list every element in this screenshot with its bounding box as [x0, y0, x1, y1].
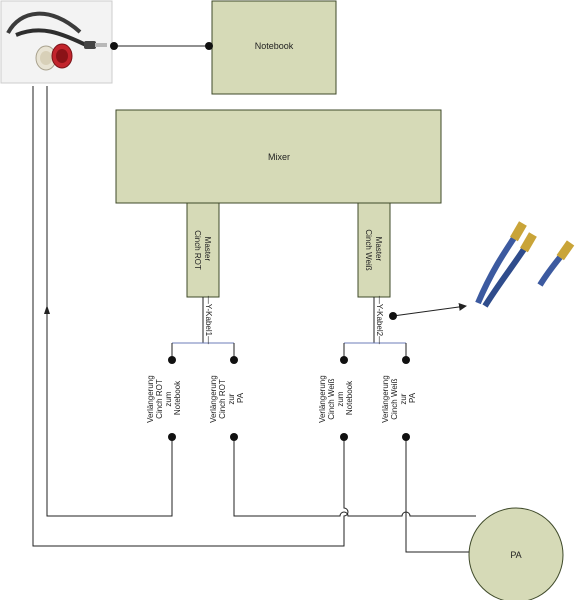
ext-rot-notebook-label: Verlängerung Cinch ROT zum Notebook — [146, 373, 182, 423]
mixer-label: Mixer — [268, 152, 290, 162]
master-rot-label: Master Cinch ROT — [193, 230, 212, 270]
pa-label: PA — [510, 550, 521, 560]
pa-circle — [468, 507, 564, 600]
y-kabel1-label: —Y-Kabel1— — [204, 296, 213, 344]
ext-weiss-pa-label: Verlängerung Cinch Weiß zur PA — [381, 373, 417, 423]
master-weiss-label: Master Cinch Weiß — [364, 229, 383, 270]
up-arrow-icon — [44, 305, 50, 314]
y-cable-photo — [0, 0, 113, 84]
master-rot-box — [186, 202, 220, 298]
ext-weiss-notebook-label: Verlängerung Cinch Weiß zum Notebook — [318, 373, 354, 423]
notebook-label: Notebook — [255, 41, 294, 51]
y-kabel2-label: —Y-Kabel2— — [375, 296, 384, 344]
mixer-box — [115, 109, 442, 204]
connection-lines — [32, 45, 476, 553]
ext-rot-pa-label: Verlängerung Cinch ROT zur PA — [209, 373, 245, 423]
junction-dots — [110, 42, 410, 441]
master-weiss-box — [357, 202, 391, 298]
notebook-box — [211, 0, 337, 95]
cinch-cable-photo — [475, 221, 575, 308]
